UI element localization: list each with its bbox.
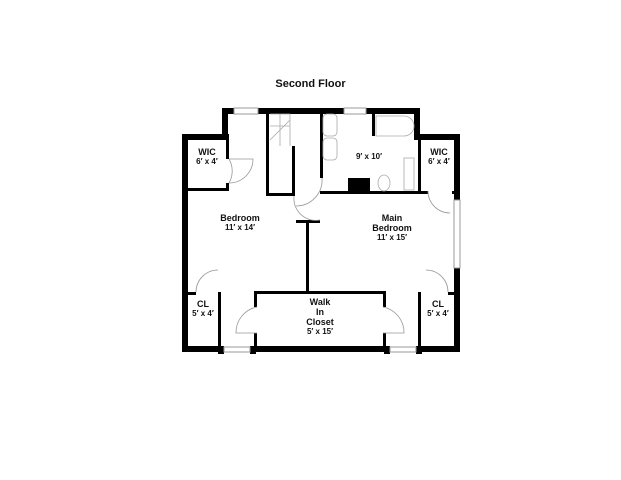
- room-label-cl-right: CL 5′ x 4′: [427, 299, 449, 318]
- room-label-wic-right: WIC 6′ x 4′: [428, 147, 450, 166]
- floor-title: Second Floor: [275, 78, 346, 90]
- room-label-cl-left: CL 5′ x 4′: [192, 299, 214, 318]
- room-label-bath: 9′ x 10′: [355, 152, 383, 161]
- room-label-walk-in-closet: Walk In Closet 5′ x 15′: [306, 297, 334, 336]
- room-label-main-bedroom: Main Bedroom 11′ x 15′: [372, 213, 412, 242]
- room-label-wic-left: WIC 6′ x 4′: [196, 147, 218, 166]
- room-label-bedroom: Bedroom 11′ x 14′: [220, 213, 260, 232]
